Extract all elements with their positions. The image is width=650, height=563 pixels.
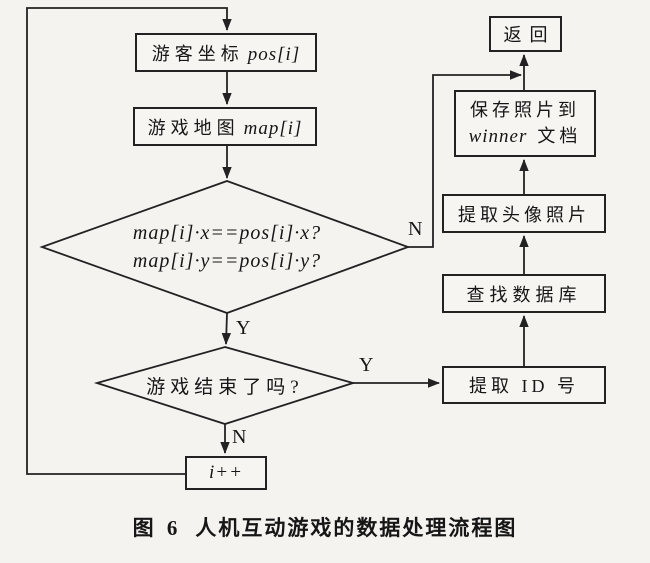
extract-id-label: 提取 ID 号 xyxy=(469,376,579,396)
visitor-pos-label-math: pos[i] xyxy=(247,43,301,65)
process-extract-id: 提取 ID 号 xyxy=(442,366,606,404)
game-map-label-cn: 游戏地图 xyxy=(147,117,240,138)
process-search-db: 查找数据库 xyxy=(442,274,606,313)
branch-label-over-yes: Y xyxy=(359,354,374,376)
edge-loop-back xyxy=(26,7,232,475)
process-save-photo: 保存照片到 winner 文档 xyxy=(454,90,596,157)
visitor-pos-label-cn: 游客坐标 xyxy=(151,43,244,64)
save-photo-line2-cn: 文档 xyxy=(537,125,582,146)
decision-gameover-text: 游戏结束了吗? xyxy=(146,377,304,398)
process-extract-photo: 提取头像照片 xyxy=(442,194,606,233)
extract-photo-label: 提取头像照片 xyxy=(458,204,590,225)
terminator-return: 返回 xyxy=(489,16,562,52)
figure-title: 人机互动游戏的数据处理流程图 xyxy=(195,516,518,540)
game-map-label-math: map[i] xyxy=(243,117,303,139)
match-condition-y: map[i]·y==pos[i]·y? xyxy=(132,250,322,272)
figure-caption: 图 6 人机互动游戏的数据处理流程图 xyxy=(0,512,650,542)
save-photo-line2-math: winner xyxy=(468,125,528,147)
process-game-map: 游戏地图 map[i] xyxy=(133,107,317,146)
branch-label-match-no: N xyxy=(408,218,423,240)
save-photo-line1: 保存照片到 xyxy=(470,99,580,120)
branch-label-match-yes: Y xyxy=(236,317,251,339)
return-label: 返回 xyxy=(503,25,556,45)
decision-match-text: map[i]·x==pos[i]·x? map[i]·y==pos[i]·y? xyxy=(77,219,377,275)
increment-label: i++ xyxy=(209,462,243,483)
process-visitor-pos: 游客坐标 pos[i] xyxy=(135,33,317,72)
process-increment: i++ xyxy=(185,456,267,490)
edge-check-yes xyxy=(221,312,232,345)
search-db-label: 查找数据库 xyxy=(466,284,582,305)
edge-check-no xyxy=(408,70,522,248)
figure-number: 图 6 xyxy=(132,516,182,540)
match-condition-x: map[i]·x==pos[i]·x? xyxy=(132,222,322,244)
branch-label-over-no: N xyxy=(232,426,247,448)
